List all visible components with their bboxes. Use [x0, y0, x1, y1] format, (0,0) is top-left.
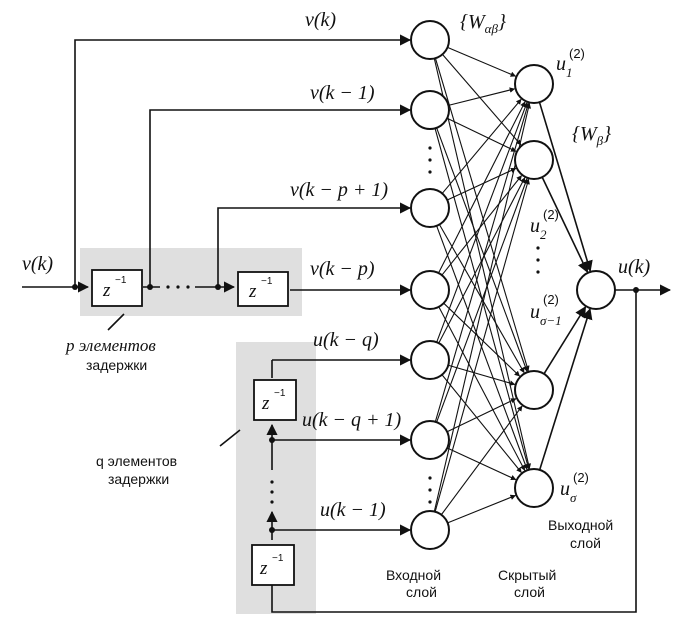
weight-connection: [443, 302, 520, 377]
label-v-k-p: v(k − p): [310, 258, 375, 280]
label-u1-2: u1: [556, 53, 573, 80]
caption-p-line2: задержки: [86, 357, 147, 373]
hidden-neuron: [514, 468, 554, 508]
weight-connection: [448, 87, 516, 106]
input-neuron: [410, 20, 450, 60]
weight-connection: [438, 306, 526, 471]
label-v-k-p1: v(k − p + 1): [290, 179, 388, 201]
caption-q-line1: q элементов: [96, 453, 177, 469]
input-layer-nodes: [410, 20, 450, 550]
hidden-output-connections: [538, 101, 593, 471]
delay-box-v1: z −1: [91, 269, 143, 307]
weight-connection: [446, 117, 517, 152]
label-w-alpha-beta: {Wαβ}: [460, 11, 506, 36]
caption-q-pointer: [219, 429, 241, 447]
label-u-out: u(k): [618, 256, 651, 278]
weight-connection: [447, 167, 517, 201]
weight-connection: [438, 177, 526, 344]
weight-connection: [441, 98, 522, 194]
weight-connection: [447, 494, 516, 524]
svg-text:−1: −1: [274, 388, 286, 399]
svg-text:z: z: [259, 558, 268, 579]
label-u-k-1: u(k − 1): [320, 499, 386, 521]
weight-connection: [436, 127, 528, 372]
weight-connection: [434, 178, 530, 512]
weight-connection: [447, 447, 517, 481]
caption-hidden-layer-2: слой: [514, 584, 545, 600]
v-chain-dots: [72, 284, 221, 290]
caption-q-line2: задержки: [108, 471, 169, 487]
weight-connection: [448, 364, 516, 386]
svg-text:−1: −1: [261, 276, 273, 287]
label-u2-2: u2: [530, 215, 547, 242]
weight-connection: [440, 405, 523, 516]
label-us1-2: uσ−1: [530, 301, 562, 328]
delay-box-u1: z −1: [253, 379, 297, 421]
svg-text:z: z: [248, 281, 257, 302]
hidden-neuron: [514, 64, 554, 104]
label-us-2: uσ: [560, 478, 577, 505]
output-connection: [538, 101, 593, 272]
caption-input-layer-1: Входной: [386, 567, 441, 583]
caption-hidden-layer-1: Скрытый: [498, 567, 556, 583]
output-connection: [538, 308, 593, 471]
weight-connection: [442, 53, 522, 146]
caption-p-line1: p элементов: [65, 336, 156, 355]
label-v-k-in: v(k): [22, 253, 53, 275]
input-neuron: [410, 90, 450, 130]
input-hidden-connections: [433, 46, 532, 524]
output-connection: [543, 306, 587, 375]
label-u-k-q: u(k − q): [313, 329, 379, 351]
hidden-layer-nodes: [514, 64, 554, 508]
u-feedback-line: [266, 284, 672, 613]
hidden-layer-dots: [536, 246, 540, 274]
weight-connection: [446, 398, 517, 433]
input-neuron: [410, 510, 450, 550]
label-us-sup: (2): [573, 470, 589, 485]
input-neuron: [410, 270, 450, 310]
label-w-beta: {Wβ}: [572, 123, 611, 148]
caption-output-layer-2: слой: [570, 535, 601, 551]
delay-box-v2: z −1: [237, 271, 289, 307]
weight-connection: [434, 102, 530, 422]
caption-output-layer-1: Выходной: [548, 517, 613, 533]
weight-connection: [433, 102, 532, 512]
label-u-k-q1: u(k − q + 1): [302, 409, 402, 431]
input-neuron: [410, 188, 450, 228]
weight-connection: [441, 374, 522, 473]
hidden-neuron: [514, 370, 554, 410]
label-v-k-top: v(k): [305, 9, 336, 31]
input-neuron: [410, 340, 450, 380]
caption-input-layer-2: слой: [406, 584, 437, 600]
svg-text:z: z: [261, 393, 270, 414]
label-v-k-1: v(k − 1): [310, 82, 375, 104]
delay-box-u2: z −1: [251, 544, 295, 586]
weight-connection: [438, 101, 526, 274]
output-connection: [541, 176, 589, 273]
svg-text:z: z: [102, 280, 111, 301]
caption-p-pointer: [107, 313, 125, 331]
input-layer-dots: [428, 146, 432, 504]
weight-connection: [438, 224, 525, 374]
svg-text:−1: −1: [115, 275, 127, 286]
weight-connection: [436, 178, 528, 423]
svg-text:−1: −1: [272, 553, 284, 564]
output-node: [576, 270, 616, 310]
input-neuron: [410, 420, 450, 460]
weight-connection: [447, 46, 517, 77]
weight-connection: [434, 58, 530, 372]
weight-connection: [436, 102, 528, 343]
label-u1-sup: (2): [569, 46, 585, 61]
label-u2-sup: (2): [543, 207, 559, 222]
hidden-neuron: [514, 140, 554, 180]
label-us1-sup: (2): [543, 292, 559, 307]
